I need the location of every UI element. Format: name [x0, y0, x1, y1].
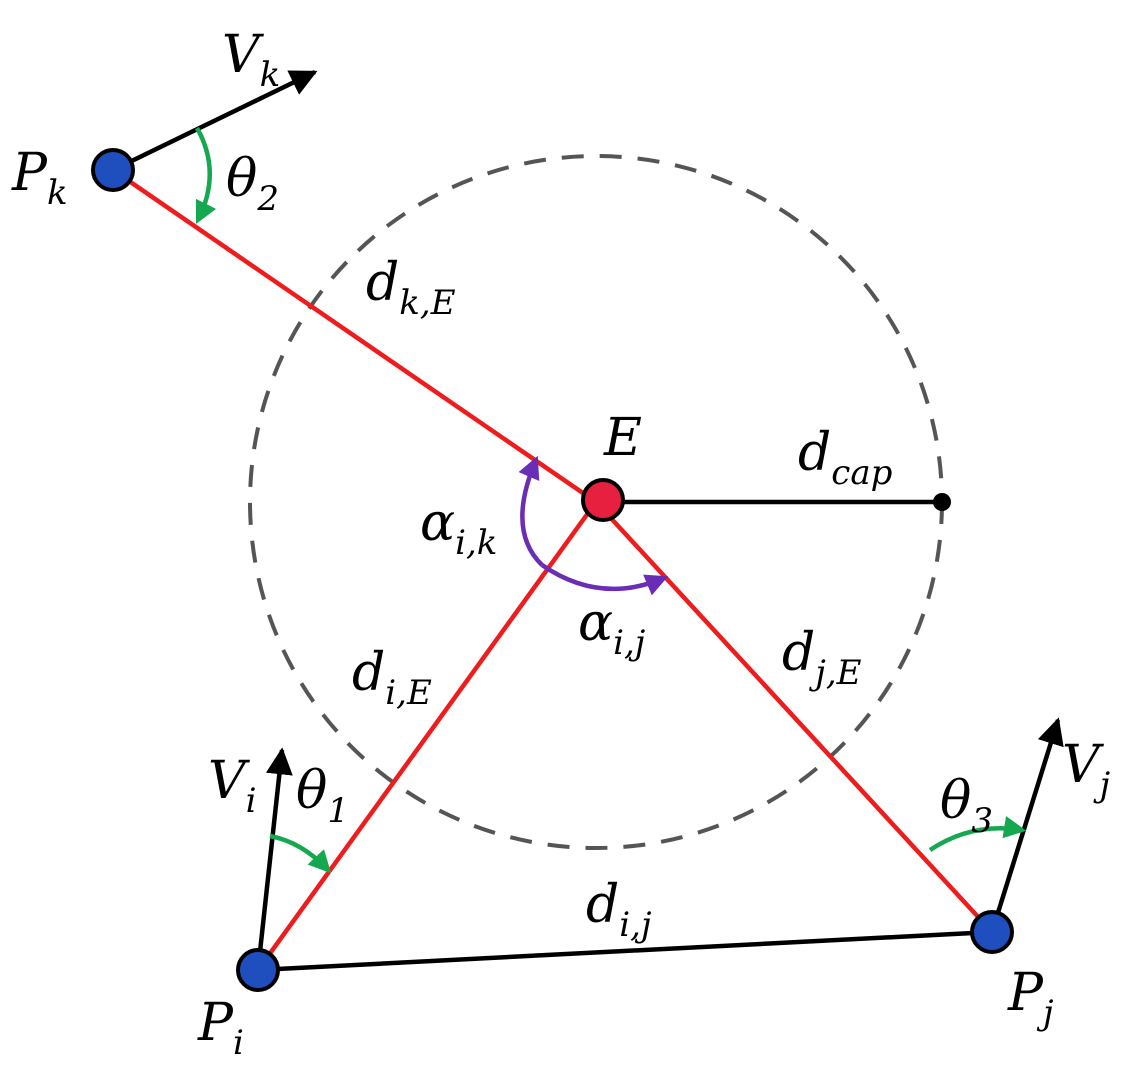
alpha-ik-arc — [518, 455, 544, 567]
label-pj: Pj — [1007, 963, 1054, 1033]
alpha-ij-arc — [540, 563, 669, 596]
label-vk: Vk — [222, 25, 280, 95]
label-vj: Vj — [1062, 735, 1111, 805]
label-theta3: θ3 — [940, 771, 993, 841]
label-diE: di,E — [352, 643, 432, 713]
node-e — [581, 478, 625, 522]
label-djE: dj,E — [782, 623, 862, 693]
label-theta1: θ1 — [296, 761, 349, 831]
label-dcap: dcap — [798, 423, 892, 493]
label-vi: Vi — [208, 751, 256, 821]
label-theta2: θ2 — [226, 149, 279, 219]
node-pi — [236, 948, 280, 992]
label-dkE: dk,E — [366, 253, 456, 323]
edge-pk-e — [111, 168, 598, 504]
theta2-arc — [195, 126, 217, 225]
node-pj — [970, 910, 1014, 954]
label-pk: Pk — [11, 143, 68, 213]
velocity-vi-arrow — [255, 747, 293, 971]
label-dij: di,j — [586, 875, 652, 945]
velocity-vk-arrow — [112, 69, 318, 173]
cap-radius-end — [933, 493, 951, 511]
label-e: E — [603, 408, 642, 468]
edge-pi-pj — [257, 929, 993, 973]
edge-pi-e — [256, 500, 598, 972]
theta1-arc — [269, 833, 332, 874]
node-pk — [91, 148, 135, 192]
theta3-arc — [928, 816, 1027, 852]
edge-e-pj — [594, 500, 994, 934]
label-pi: Pi — [197, 993, 244, 1063]
label-alphaik: αi,k — [420, 493, 497, 563]
label-alphaij: αi,j — [578, 593, 646, 663]
